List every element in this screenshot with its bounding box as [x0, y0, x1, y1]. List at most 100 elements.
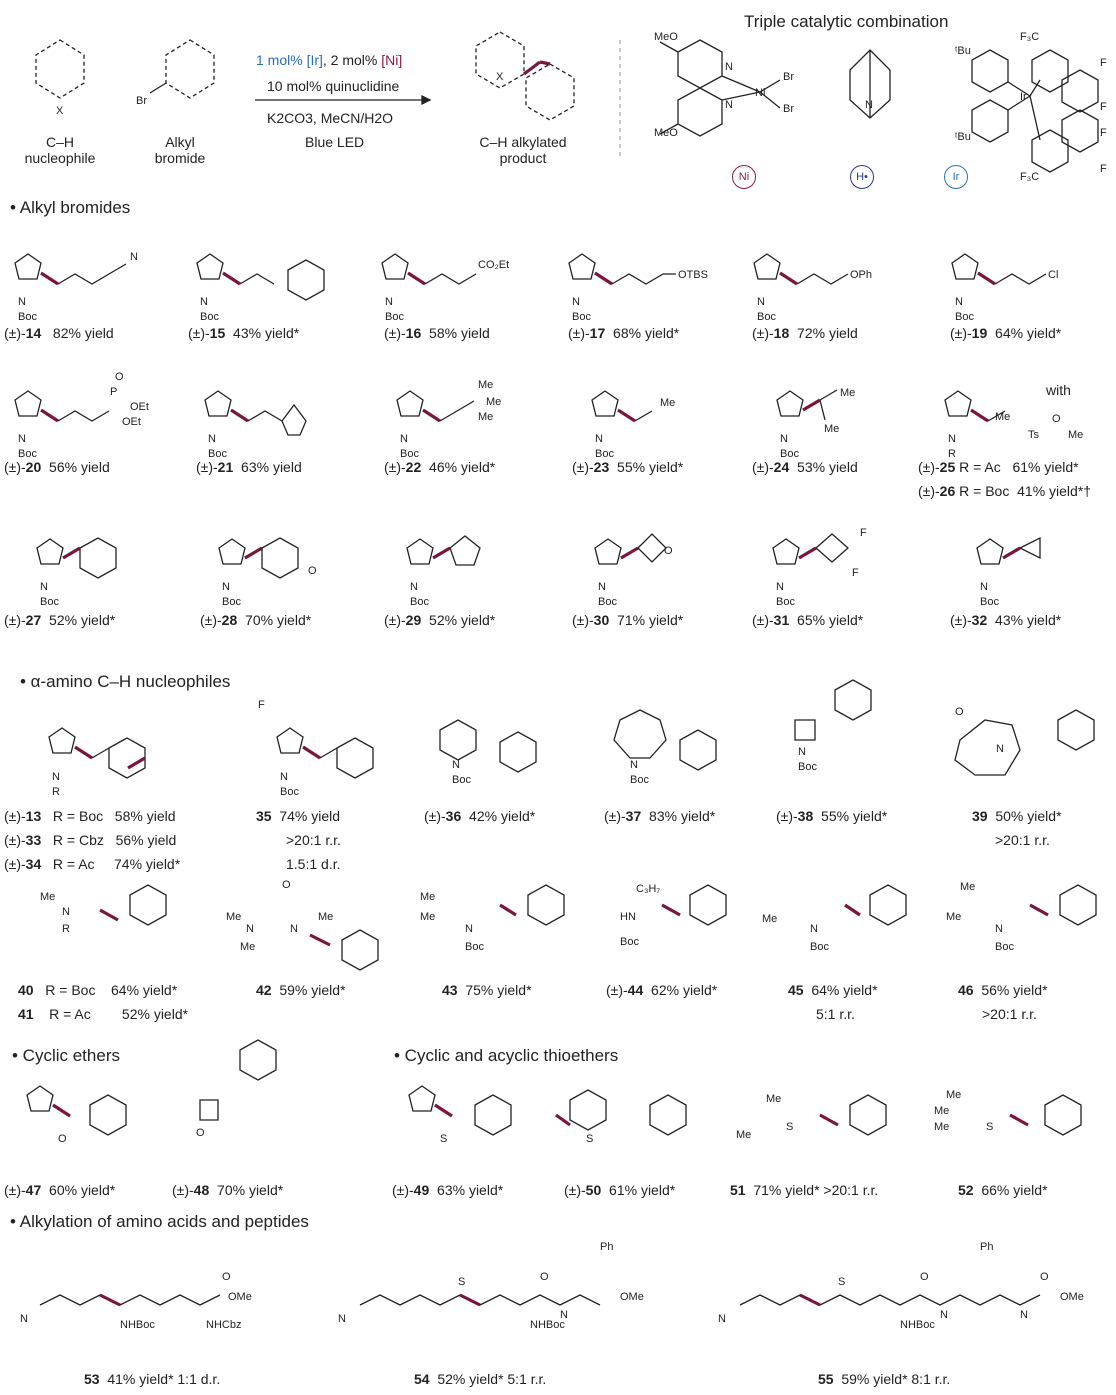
- prefix: (±)-: [4, 856, 26, 872]
- svg-text:N: N: [955, 296, 963, 308]
- svg-text:Ni: Ni: [755, 87, 765, 99]
- compound-number: 19: [971, 325, 988, 341]
- svg-text:F: F: [258, 699, 265, 711]
- caption-27: (±)-27 52% yield*: [4, 612, 115, 628]
- caption-46-rr: >20:1 r.r.: [982, 1006, 1037, 1022]
- caption-55: 55 59% yield* 8:1 r.r.: [818, 1371, 950, 1387]
- svg-text:Me: Me: [478, 411, 493, 423]
- compound-number: 52: [958, 1182, 974, 1198]
- prefix: (±)-: [752, 459, 774, 475]
- prefix: (±)-: [4, 612, 26, 628]
- yield: 74% yield: [279, 808, 341, 824]
- svg-text:O: O: [1040, 1271, 1049, 1283]
- yield: 59% yield*: [279, 982, 346, 998]
- svg-text:Me: Me: [420, 911, 435, 923]
- svg-text:Boc: Boc: [980, 596, 999, 608]
- yield: 64% yield*: [811, 982, 878, 998]
- svg-text:Br: Br: [783, 103, 794, 115]
- svg-text:MeO: MeO: [654, 31, 678, 43]
- caption-44: (±)-44 62% yield*: [606, 982, 717, 998]
- yield: 52% yield* 5:1 r.r.: [437, 1371, 547, 1387]
- r-group: R = Cbz: [52, 832, 104, 848]
- yield: 68% yield*: [613, 325, 680, 341]
- svg-text:O: O: [58, 1133, 67, 1145]
- caption-13: (±)-13 R = Boc 58% yield: [4, 808, 176, 824]
- with-label: with: [1046, 382, 1071, 398]
- svg-text:N: N: [810, 923, 818, 935]
- compound-number: 54: [414, 1371, 430, 1387]
- caption-28: (±)-28 70% yield*: [200, 612, 311, 628]
- yield: 56% yield: [49, 459, 110, 475]
- ir-loading: 1 mol% [Ir]: [256, 52, 323, 68]
- svg-text:O: O: [115, 371, 124, 383]
- caption-20: (±)-20 56% yield: [4, 459, 110, 475]
- svg-text:N: N: [1020, 1309, 1028, 1321]
- svg-text:Me: Me: [736, 1129, 751, 1141]
- svg-text:N: N: [465, 923, 473, 935]
- svg-text:Me: Me: [946, 911, 961, 923]
- svg-text:N: N: [630, 759, 638, 771]
- compound-number: 22: [405, 459, 422, 475]
- yield: 74% yield*: [114, 856, 181, 872]
- hat-cycle-icon: H•: [850, 165, 874, 189]
- compound-number: 32: [971, 612, 988, 628]
- caption-45-rr: 5:1 r.r.: [816, 1006, 855, 1022]
- yield: 58% yield: [114, 808, 176, 824]
- svg-text:F: F: [860, 527, 867, 539]
- section-amino-acids: • Alkylation of amino acids and peptides: [10, 1212, 309, 1231]
- caption-36: (±)-36 42% yield*: [424, 808, 535, 824]
- caption-35: 35 74% yield: [256, 808, 340, 824]
- r-group: R = Boc: [45, 982, 96, 998]
- caption-31: (±)-31 65% yield*: [752, 612, 863, 628]
- section-alpha-amino: • α-amino C–H nucleophiles: [20, 672, 231, 691]
- svg-text:N: N: [725, 99, 733, 111]
- compound-number: 37: [625, 808, 642, 824]
- ni-cycle-icon: Ni: [732, 165, 756, 189]
- condition-line-2: 10 mol% quinuclidine: [267, 78, 400, 94]
- yield: 58% yield: [429, 325, 490, 341]
- yield: 70% yield*: [245, 612, 312, 628]
- svg-text:F: F: [1100, 127, 1107, 139]
- svg-text:Me: Me: [240, 941, 255, 953]
- nucleophile-ring: [35, 39, 85, 99]
- compound-number: 23: [593, 459, 610, 475]
- compound-number: 42: [256, 982, 272, 998]
- compound-number: 38: [797, 808, 814, 824]
- yield: 61% yield*: [1012, 459, 1079, 475]
- prefix: (±)-: [752, 325, 774, 341]
- label-bromide-1: Alkyl: [165, 134, 195, 150]
- condition-line-3: K2CO3, MeCN/H2O: [267, 110, 394, 126]
- svg-text:Me: Me: [40, 891, 55, 903]
- compound-number: 31: [773, 612, 790, 628]
- compound-number: 14: [25, 325, 42, 341]
- svg-text:Boc: Boc: [630, 774, 649, 786]
- compound-number: 16: [405, 325, 422, 341]
- caption-35-dr: 1.5:1 d.r.: [286, 856, 341, 872]
- caption-22: (±)-22 46% yield*: [384, 459, 495, 475]
- caption-15: (±)-15 43% yield*: [188, 325, 299, 341]
- svg-text:N: N: [208, 433, 216, 445]
- product-atom-x: X: [496, 71, 504, 83]
- prefix: (±)-: [776, 808, 798, 824]
- yield: 50% yield*: [995, 808, 1062, 824]
- caption-45: 45 64% yield*: [788, 982, 878, 998]
- svg-text:N: N: [865, 99, 873, 111]
- svg-text:Br: Br: [783, 71, 794, 83]
- svg-text:HN: HN: [620, 911, 636, 923]
- caption-18: (±)-18 72% yield: [752, 325, 858, 341]
- svg-text:F₃C: F₃C: [1020, 171, 1039, 183]
- caption-33: (±)-33 R = Cbz 56% yield: [4, 832, 176, 848]
- new-bond: [523, 60, 541, 76]
- section-thioethers: • Cyclic and acyclic thioethers: [394, 1046, 619, 1065]
- svg-text:Boc: Boc: [400, 448, 419, 460]
- label-product-1: C–H alkylated: [479, 134, 567, 150]
- caption-29: (±)-29 52% yield*: [384, 612, 495, 628]
- svg-text:ᵗBu: ᵗBu: [955, 45, 971, 57]
- compound-number: 27: [25, 612, 42, 628]
- prefix: (±)-: [384, 459, 406, 475]
- caption-37: (±)-37 83% yield*: [604, 808, 715, 824]
- compound-number: 48: [193, 1182, 210, 1198]
- caption-34: (±)-34 R = Ac 74% yield*: [4, 856, 180, 872]
- catalysis-title: Triple catalytic combination: [744, 12, 949, 31]
- label-nucleophile: C–H nucleophile: [20, 134, 100, 166]
